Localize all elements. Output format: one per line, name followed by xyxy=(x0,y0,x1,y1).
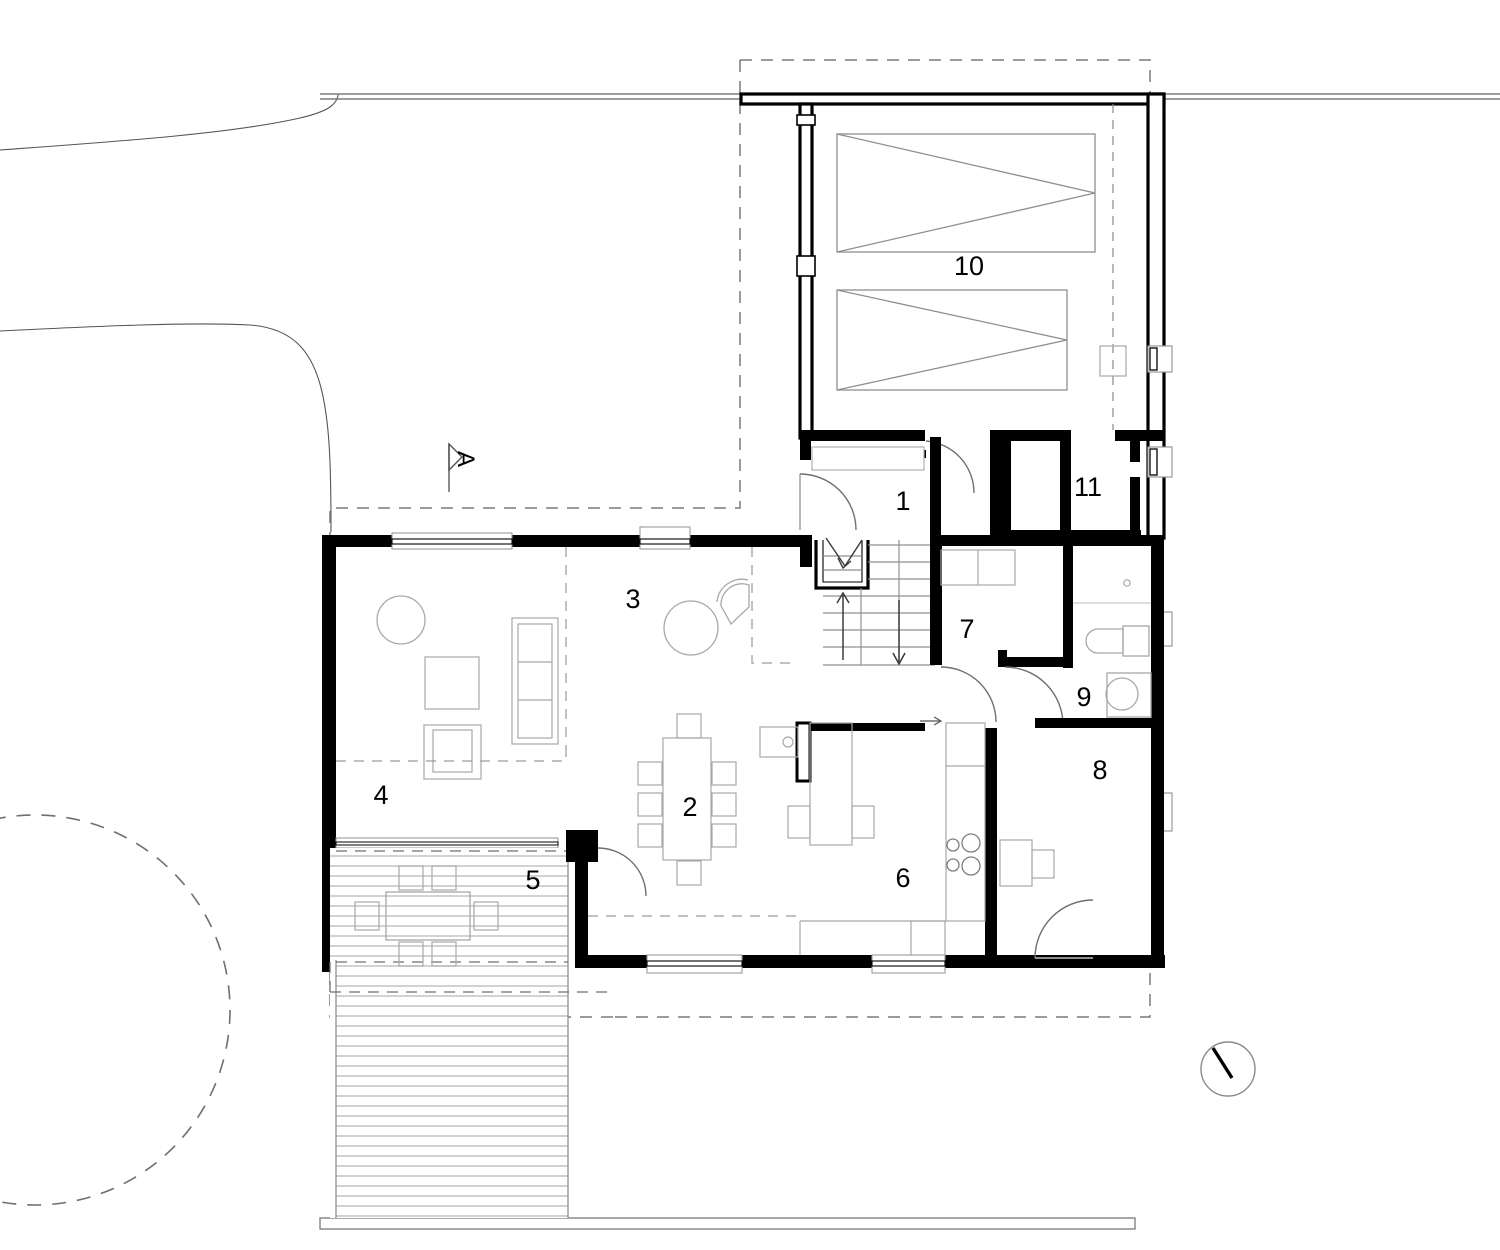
tree-canopy-icon xyxy=(0,814,231,1206)
living-coffee-table xyxy=(424,656,480,710)
cooktop-icon xyxy=(946,833,981,876)
room-label-10: 10 xyxy=(954,251,984,281)
north-wall-window-1 xyxy=(391,532,513,550)
room-11-walls xyxy=(1001,437,1141,539)
kitchen-low-cabinet xyxy=(799,920,946,956)
garage-window-slots xyxy=(796,114,816,277)
deck-door-walls xyxy=(566,830,598,862)
room-8-door-swing xyxy=(1034,899,1094,959)
room-number-labels: 1 2 3 4 5 6 7 8 9 10 11 xyxy=(373,251,1107,895)
room-label-4: 4 xyxy=(373,780,388,810)
living-zone-dashed xyxy=(336,748,567,762)
entry-door-swing xyxy=(799,473,857,531)
room-label-9: 9 xyxy=(1076,682,1091,712)
west-deck-door xyxy=(335,837,559,849)
terrace-deck xyxy=(330,848,569,1218)
ceiling-fixture-dot xyxy=(1123,579,1131,587)
room-label-2: 2 xyxy=(682,792,697,822)
room-label-7: 7 xyxy=(959,614,974,644)
stair-down-arrow xyxy=(892,600,906,666)
living-sofa xyxy=(511,617,559,745)
toilet-icon xyxy=(1085,625,1150,657)
entry-coat-closet xyxy=(811,446,925,471)
garage-walls xyxy=(739,92,1166,540)
south-wall-window-1 xyxy=(646,954,743,974)
kitchen-tall-unit xyxy=(795,721,812,783)
bathroom-fixtures xyxy=(1073,579,1152,718)
stair-landing-arrow xyxy=(825,537,863,570)
round-table-hall xyxy=(663,600,719,656)
room-label-11: 11 xyxy=(1074,472,1102,502)
garage-car-bay-2 xyxy=(836,289,1068,391)
armchair-hall xyxy=(716,578,750,626)
kitchen-appliance xyxy=(759,726,799,758)
room-8-walls xyxy=(985,728,997,960)
room-8-furniture xyxy=(999,839,1055,887)
garage-storage-unit xyxy=(1099,345,1127,377)
room-9-door-swing xyxy=(1004,666,1064,726)
south-wall-window-2 xyxy=(871,954,946,974)
section-marker-a: A xyxy=(448,442,479,492)
stair-up-arrow xyxy=(836,591,850,660)
stair-enclosure-walls xyxy=(800,437,1155,665)
north-wall-window-2 xyxy=(639,526,691,550)
room-label-8: 8 xyxy=(1092,755,1107,785)
dining-chairs xyxy=(637,713,737,886)
terrace-table xyxy=(385,891,471,941)
kitchen-island xyxy=(787,722,875,846)
kitchen-run-east xyxy=(945,722,986,922)
room-label-6: 6 xyxy=(895,863,910,893)
staircase xyxy=(814,537,935,666)
deck-door-swing xyxy=(597,847,647,897)
room-label-3: 3 xyxy=(625,584,640,614)
garage-car-bay-1 xyxy=(836,133,1096,253)
north-arrow-compass xyxy=(1200,1041,1256,1097)
kitchen-arrow-mark xyxy=(920,716,943,726)
section-marker-label: A xyxy=(452,451,479,467)
hall-zone-dashed xyxy=(751,547,792,664)
deck-dashed-edges xyxy=(329,850,613,993)
room-7-shelving xyxy=(940,549,1016,586)
living-round-table xyxy=(376,595,426,645)
room-9-walls xyxy=(1035,546,1153,728)
terrace-chairs xyxy=(354,865,499,967)
site-context-lines xyxy=(0,93,1500,533)
kitchen-counter-north xyxy=(800,723,925,731)
room-label-5: 5 xyxy=(525,865,540,895)
site-kerb-line xyxy=(319,1217,1136,1230)
room-label-1: 1 xyxy=(895,486,910,516)
living-armchair xyxy=(423,724,482,780)
sink-icon xyxy=(1105,672,1152,718)
room-7-door-swing xyxy=(940,666,997,723)
